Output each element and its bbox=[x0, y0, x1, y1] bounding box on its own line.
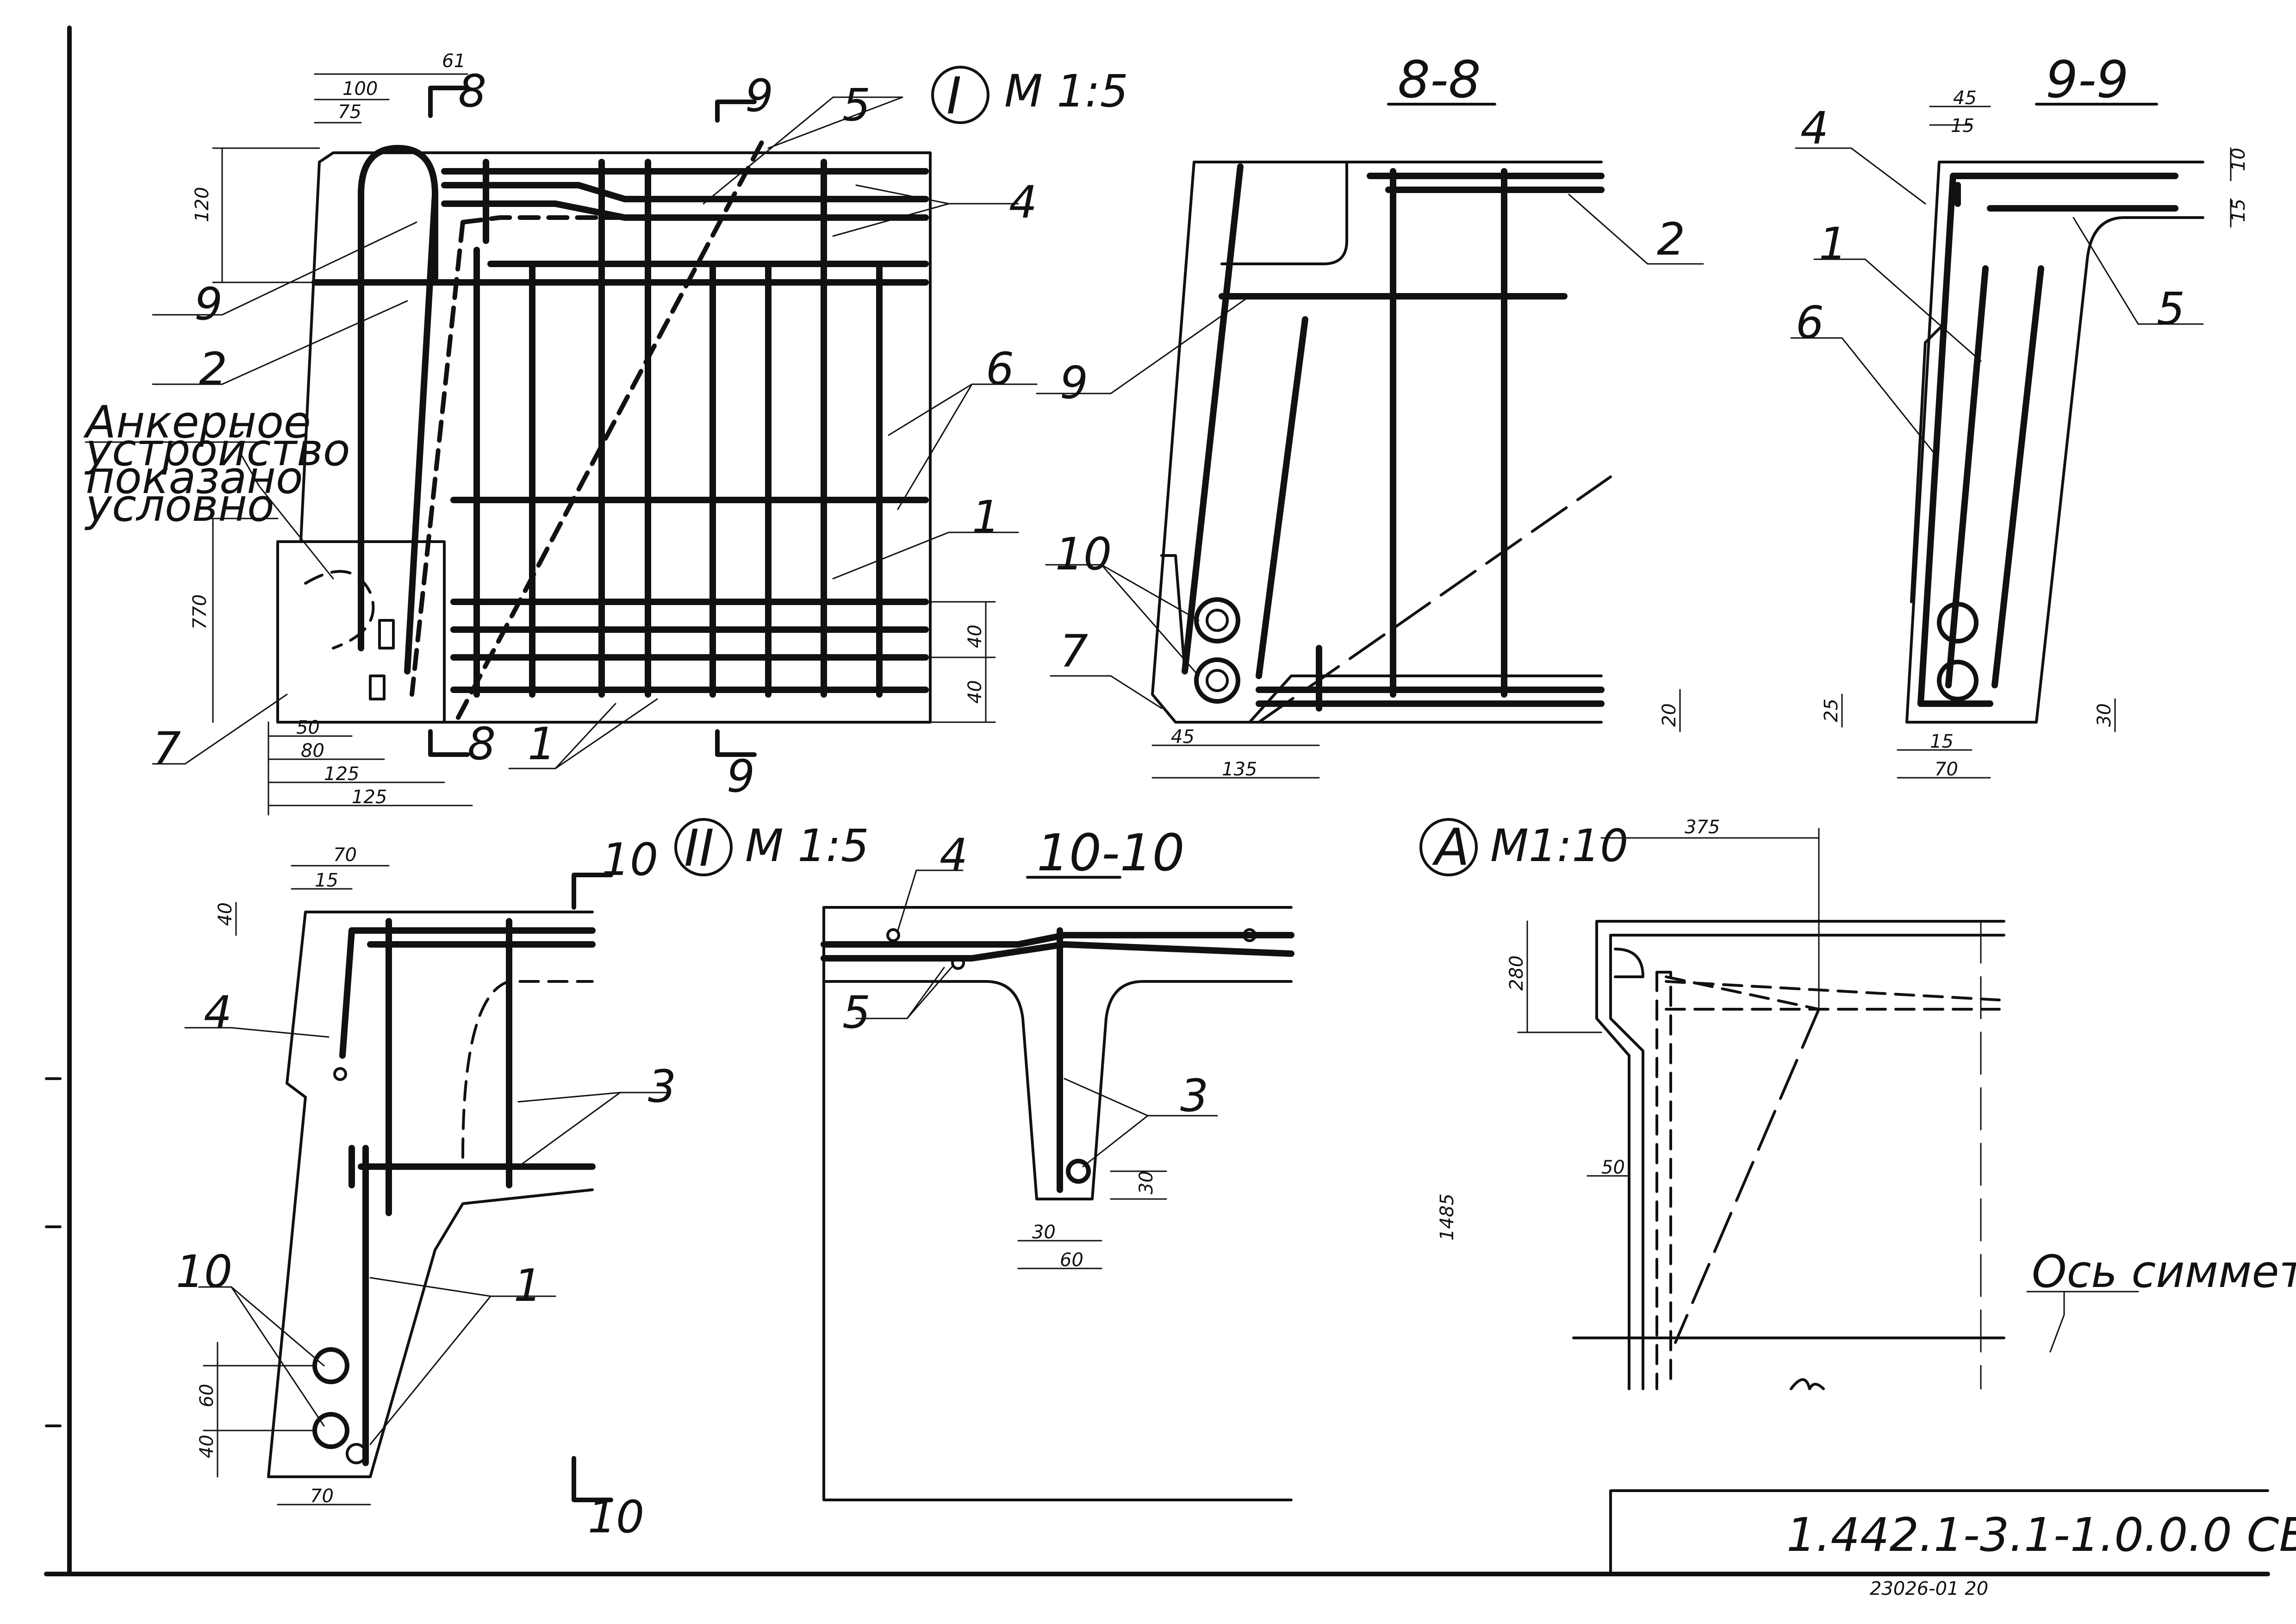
pos-1-view-ii: 1 bbox=[514, 1260, 542, 1312]
cut-10-bottom-label: 10 bbox=[588, 1491, 644, 1543]
pos-7-sec88: 7 bbox=[1060, 625, 1088, 677]
anchor-note: Анкерное устройство показано условно bbox=[83, 396, 350, 531]
dim-50-view-a: 50 bbox=[1601, 1157, 1625, 1178]
dim-15-b-sec99: 15 bbox=[2228, 199, 2249, 222]
section-9-9: 9-9 4 1 6 5 45 15 10 15 30 25 1 bbox=[1790, 50, 2249, 780]
view-ii: II М 1:5 10 10 3 4 1 10 bbox=[176, 818, 869, 1543]
pos-4-view-ii: 4 bbox=[204, 987, 232, 1038]
pos-10-view-ii: 10 bbox=[176, 1246, 232, 1298]
sheet-reference: 23026-01 20 bbox=[1870, 1578, 1988, 1599]
pos-2-sec88: 2 bbox=[1657, 213, 1685, 265]
view-i-scale: М 1:5 bbox=[1004, 65, 1128, 117]
dim-15-view-ii: 15 bbox=[315, 870, 338, 891]
dim-125: 125 bbox=[324, 763, 359, 785]
dim-30-a-sec1010: 30 bbox=[1136, 1171, 1157, 1194]
view-i: I М 1:5 8 8 9 9 5 4 6 1 9 2 7 1 bbox=[83, 50, 1128, 816]
section-8-8-title: 8-8 bbox=[1398, 50, 1481, 109]
drawing-code: 1.442.1-3.1-1.0.0.0 СБ bbox=[1786, 1508, 2296, 1562]
dim-45-sec88: 45 bbox=[1171, 726, 1195, 748]
dim-100: 100 bbox=[342, 78, 378, 100]
pos-1b-view-i: 1 bbox=[528, 718, 556, 770]
view-ii-scale: М 1:5 bbox=[745, 820, 869, 872]
pos-2-view-i: 2 bbox=[199, 343, 227, 395]
section-9-9-title: 9-9 bbox=[2046, 50, 2129, 109]
cut-8-bottom-label: 8 bbox=[467, 718, 496, 770]
dim-20-sec88: 20 bbox=[1659, 703, 1680, 727]
dim-770: 770 bbox=[189, 594, 211, 630]
dim-375-view-a: 375 bbox=[1685, 817, 1720, 838]
pos-6-sec99: 6 bbox=[1796, 297, 1824, 349]
cut-8-top-label: 8 bbox=[458, 65, 486, 117]
dim-61: 61 bbox=[442, 50, 466, 72]
strand-duct-upper bbox=[1194, 597, 1240, 643]
axis-of-symmetry-note: Ось симметрии bbox=[2032, 1246, 2296, 1298]
pos-10-sec88: 10 bbox=[1055, 528, 1112, 580]
dim-70-sec99: 70 bbox=[1935, 759, 1958, 780]
pos-4-sec99: 4 bbox=[1800, 102, 1829, 154]
dim-70-a-view-ii: 70 bbox=[333, 844, 357, 866]
pos-5-sec99: 5 bbox=[2157, 283, 2185, 335]
anchor-note-line-3: показано bbox=[86, 452, 303, 504]
view-a: А М1:10 Ось симметрии 375 280 1485 50 bbox=[1419, 817, 2296, 1390]
anchor-note-line-2: устройство bbox=[84, 424, 350, 476]
cut-10-top-label: 10 bbox=[602, 834, 658, 886]
dim-15-c-sec99: 15 bbox=[1930, 731, 1954, 752]
section-8-8: 8-8 2 9 10 7 45 135 20 bbox=[1036, 50, 1704, 780]
dim-30-sec99: 30 bbox=[2094, 703, 2115, 727]
pos-3-view-ii: 3 bbox=[648, 1061, 676, 1112]
dim-50: 50 bbox=[296, 717, 320, 738]
dim-60-sec1010: 60 bbox=[1060, 1249, 1083, 1271]
strand-duct-lower bbox=[1194, 657, 1240, 704]
dim-15-a-sec99: 15 bbox=[1951, 115, 1974, 137]
dim-40-a: 40 bbox=[964, 625, 986, 648]
dim-75: 75 bbox=[338, 101, 361, 123]
dim-30-b-sec1010: 30 bbox=[1032, 1222, 1056, 1243]
pos-9-view-i: 9 bbox=[194, 278, 223, 330]
view-i-leaders bbox=[152, 96, 1038, 769]
dim-1485-view-a: 1485 bbox=[1437, 1193, 1458, 1241]
dim-280-view-a: 280 bbox=[1506, 956, 1527, 991]
title-stamp: 1.442.1-3.1-1.0.0.0 СБ 23026-01 20 bbox=[1609, 1489, 2296, 1599]
pos-4-view-i: 4 bbox=[1009, 176, 1037, 228]
pos-3-sec1010: 3 bbox=[1180, 1070, 1208, 1122]
pos-5-sec1010: 5 bbox=[842, 987, 871, 1038]
pos-6-view-i: 6 bbox=[986, 343, 1014, 395]
pos-5-view-i: 5 bbox=[842, 79, 871, 131]
dim-40-b: 40 bbox=[964, 680, 986, 704]
view-ii-mark: II bbox=[684, 818, 714, 878]
dim-25-sec99: 25 bbox=[1821, 699, 1842, 722]
anchor-note-line-4: условно bbox=[84, 480, 274, 531]
dim-60-view-ii: 60 bbox=[196, 1384, 218, 1407]
view-a-mark: А bbox=[1432, 818, 1469, 877]
dim-10-sec99: 10 bbox=[2228, 148, 2249, 171]
dim-40-b-view-ii: 40 bbox=[196, 1435, 218, 1458]
dim-45-sec99: 45 bbox=[1953, 87, 1977, 109]
dim-70-b-view-ii: 70 bbox=[310, 1486, 334, 1507]
pos-1-sec99: 1 bbox=[1819, 218, 1847, 270]
dim-125-b: 125 bbox=[352, 787, 387, 808]
section-10-10-title: 10-10 bbox=[1037, 823, 1185, 882]
dim-120: 120 bbox=[192, 187, 213, 222]
pos-9-sec88: 9 bbox=[1060, 357, 1088, 409]
cut-9-bottom-label: 9 bbox=[727, 750, 755, 802]
dim-40-view-ii: 40 bbox=[215, 902, 236, 926]
section-10-10: 10-10 4 5 3 30 30 60 bbox=[821, 823, 1294, 1501]
dim-135-sec88: 135 bbox=[1222, 759, 1257, 780]
pos-4-sec1010: 4 bbox=[940, 829, 968, 881]
view-i-dimensions bbox=[203, 73, 996, 816]
view-a-scale: М1:10 bbox=[1490, 820, 1628, 872]
dim-80: 80 bbox=[301, 740, 324, 762]
pos-1-view-i: 1 bbox=[972, 491, 1000, 543]
anchor-note-line-1: Анкерное bbox=[83, 396, 311, 448]
cut-9-top-label: 9 bbox=[745, 70, 773, 122]
view-i-mark: I bbox=[946, 66, 961, 125]
pos-7-view-i: 7 bbox=[153, 723, 181, 775]
